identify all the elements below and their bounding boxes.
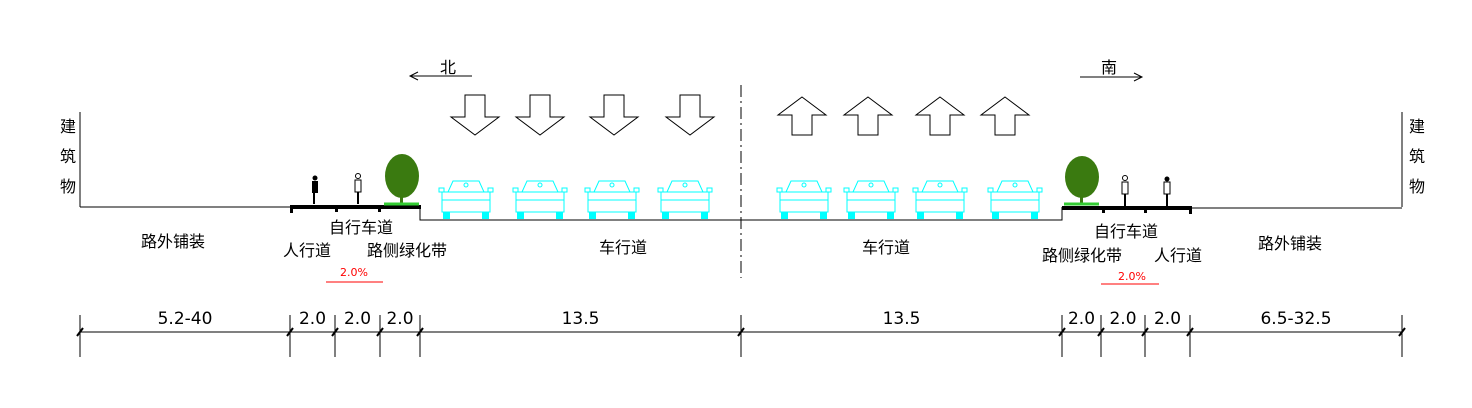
right-slope-label: 2.0% bbox=[1118, 270, 1146, 283]
dimension-value: 13.5 bbox=[562, 309, 600, 329]
dimension-tick bbox=[1141, 327, 1149, 337]
left-bike-lane-label: 自行车道 bbox=[329, 218, 393, 237]
down-arrow-icon bbox=[449, 94, 501, 136]
dimension-tick bbox=[76, 327, 84, 337]
building-char: 筑 bbox=[60, 147, 76, 166]
dimension-tick bbox=[331, 327, 339, 337]
dimension-line: 5.2-40 2.0 2.0 2.0 13.5 13.5 2.0 2.0 2.0 6.5-32.5 bbox=[76, 309, 1406, 357]
up-arrow-icon bbox=[776, 96, 828, 136]
dimension-tick bbox=[1097, 327, 1105, 337]
cyclist-icon-right bbox=[1121, 175, 1129, 206]
down-arrow-icon bbox=[588, 94, 640, 136]
building-right: 建 筑 物 bbox=[1401, 112, 1425, 207]
up-arrow-icon bbox=[842, 96, 894, 136]
left-sidewalk-label: 人行道 bbox=[283, 241, 331, 260]
dimension-value: 2.0 bbox=[1068, 309, 1095, 329]
dimension-tick bbox=[1186, 327, 1194, 337]
dimension-value: 13.5 bbox=[883, 309, 921, 329]
dimension-tick bbox=[286, 327, 294, 337]
building-left: 建 筑 物 bbox=[60, 112, 81, 207]
dimension-tick bbox=[737, 327, 745, 337]
dimension-tick bbox=[416, 327, 424, 337]
down-arrow-icon bbox=[514, 94, 566, 136]
dimension-value: 6.5-32.5 bbox=[1260, 309, 1331, 329]
dimension-tick bbox=[1398, 327, 1406, 337]
lane-arrows bbox=[449, 94, 1031, 136]
building-char: 建 bbox=[1409, 117, 1425, 136]
cars bbox=[438, 180, 1043, 219]
left-paving-label: 路外铺装 bbox=[141, 232, 205, 251]
right-green-belt-label: 路侧绿化带 bbox=[1042, 246, 1122, 265]
building-char: 筑 bbox=[1409, 147, 1425, 166]
up-arrow-icon bbox=[914, 96, 966, 136]
south-label: 南 bbox=[1101, 58, 1117, 77]
tree-icon-right bbox=[1064, 156, 1099, 206]
car-icon bbox=[776, 180, 832, 219]
north-label: 北 bbox=[440, 58, 456, 77]
car-icon bbox=[584, 180, 640, 219]
car-icon bbox=[843, 180, 899, 219]
car-icon bbox=[512, 180, 568, 219]
car-icon bbox=[987, 180, 1043, 219]
dimension-value: 5.2-40 bbox=[158, 309, 213, 329]
dimension-tick bbox=[376, 327, 384, 337]
up-arrow-icon bbox=[979, 96, 1031, 136]
building-char: 建 bbox=[60, 117, 76, 136]
building-char: 物 bbox=[1409, 177, 1425, 196]
down-arrow-icon bbox=[664, 94, 716, 136]
tree-icon-left bbox=[384, 154, 419, 206]
left-carriageway-label: 车行道 bbox=[599, 238, 647, 257]
pedestrian-icon-right bbox=[1163, 176, 1171, 206]
car-icon bbox=[438, 180, 494, 219]
right-bike-lane-label: 自行车道 bbox=[1094, 222, 1158, 241]
car-icon bbox=[912, 180, 968, 219]
right-carriageway-label: 车行道 bbox=[862, 238, 910, 257]
building-char: 物 bbox=[60, 177, 76, 196]
dimension-value: 2.0 bbox=[1154, 309, 1181, 329]
left-green-belt-label: 路侧绿化带 bbox=[367, 241, 447, 260]
south-indicator: 南 bbox=[1080, 58, 1144, 82]
dimension-value: 2.0 bbox=[344, 309, 371, 329]
left-slope-label: 2.0% bbox=[340, 266, 368, 279]
car-icon bbox=[657, 180, 713, 219]
dimension-value: 2.0 bbox=[1109, 309, 1136, 329]
pedestrian-icon-left bbox=[312, 175, 318, 204]
dimension-tick bbox=[1058, 327, 1066, 337]
north-indicator: 北 bbox=[408, 58, 472, 81]
right-paving-label: 路外铺装 bbox=[1258, 234, 1322, 253]
dimension-value: 2.0 bbox=[386, 309, 413, 329]
dimension-value: 2.0 bbox=[299, 309, 326, 329]
right-sidewalk-label: 人行道 bbox=[1154, 246, 1202, 265]
cyclist-icon-left bbox=[354, 173, 362, 204]
